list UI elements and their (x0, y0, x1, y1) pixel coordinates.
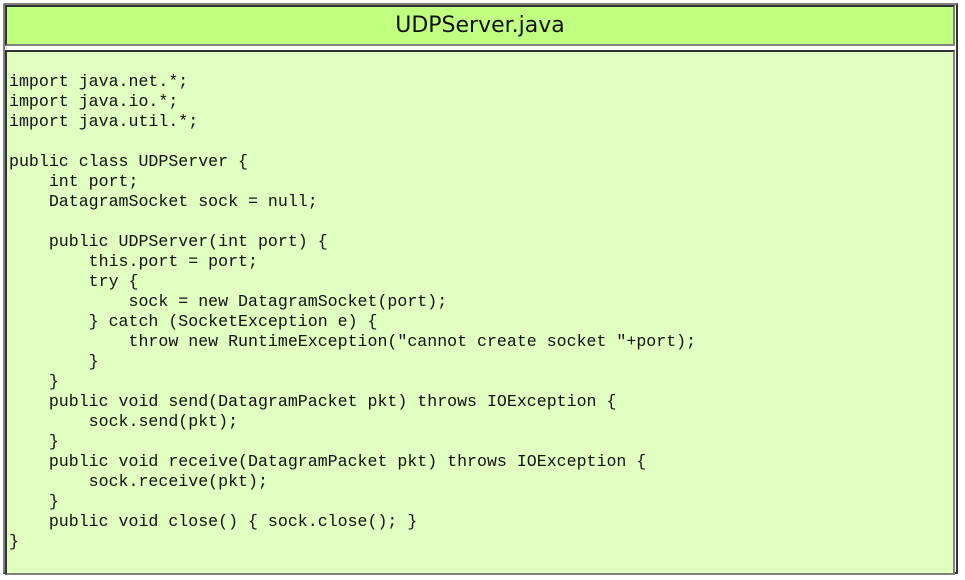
file-title: UDPServer.java (5, 5, 955, 46)
code-panel: import java.net.*; import java.io.*; imp… (5, 50, 955, 575)
source-code: import java.net.*; import java.io.*; imp… (9, 72, 697, 551)
